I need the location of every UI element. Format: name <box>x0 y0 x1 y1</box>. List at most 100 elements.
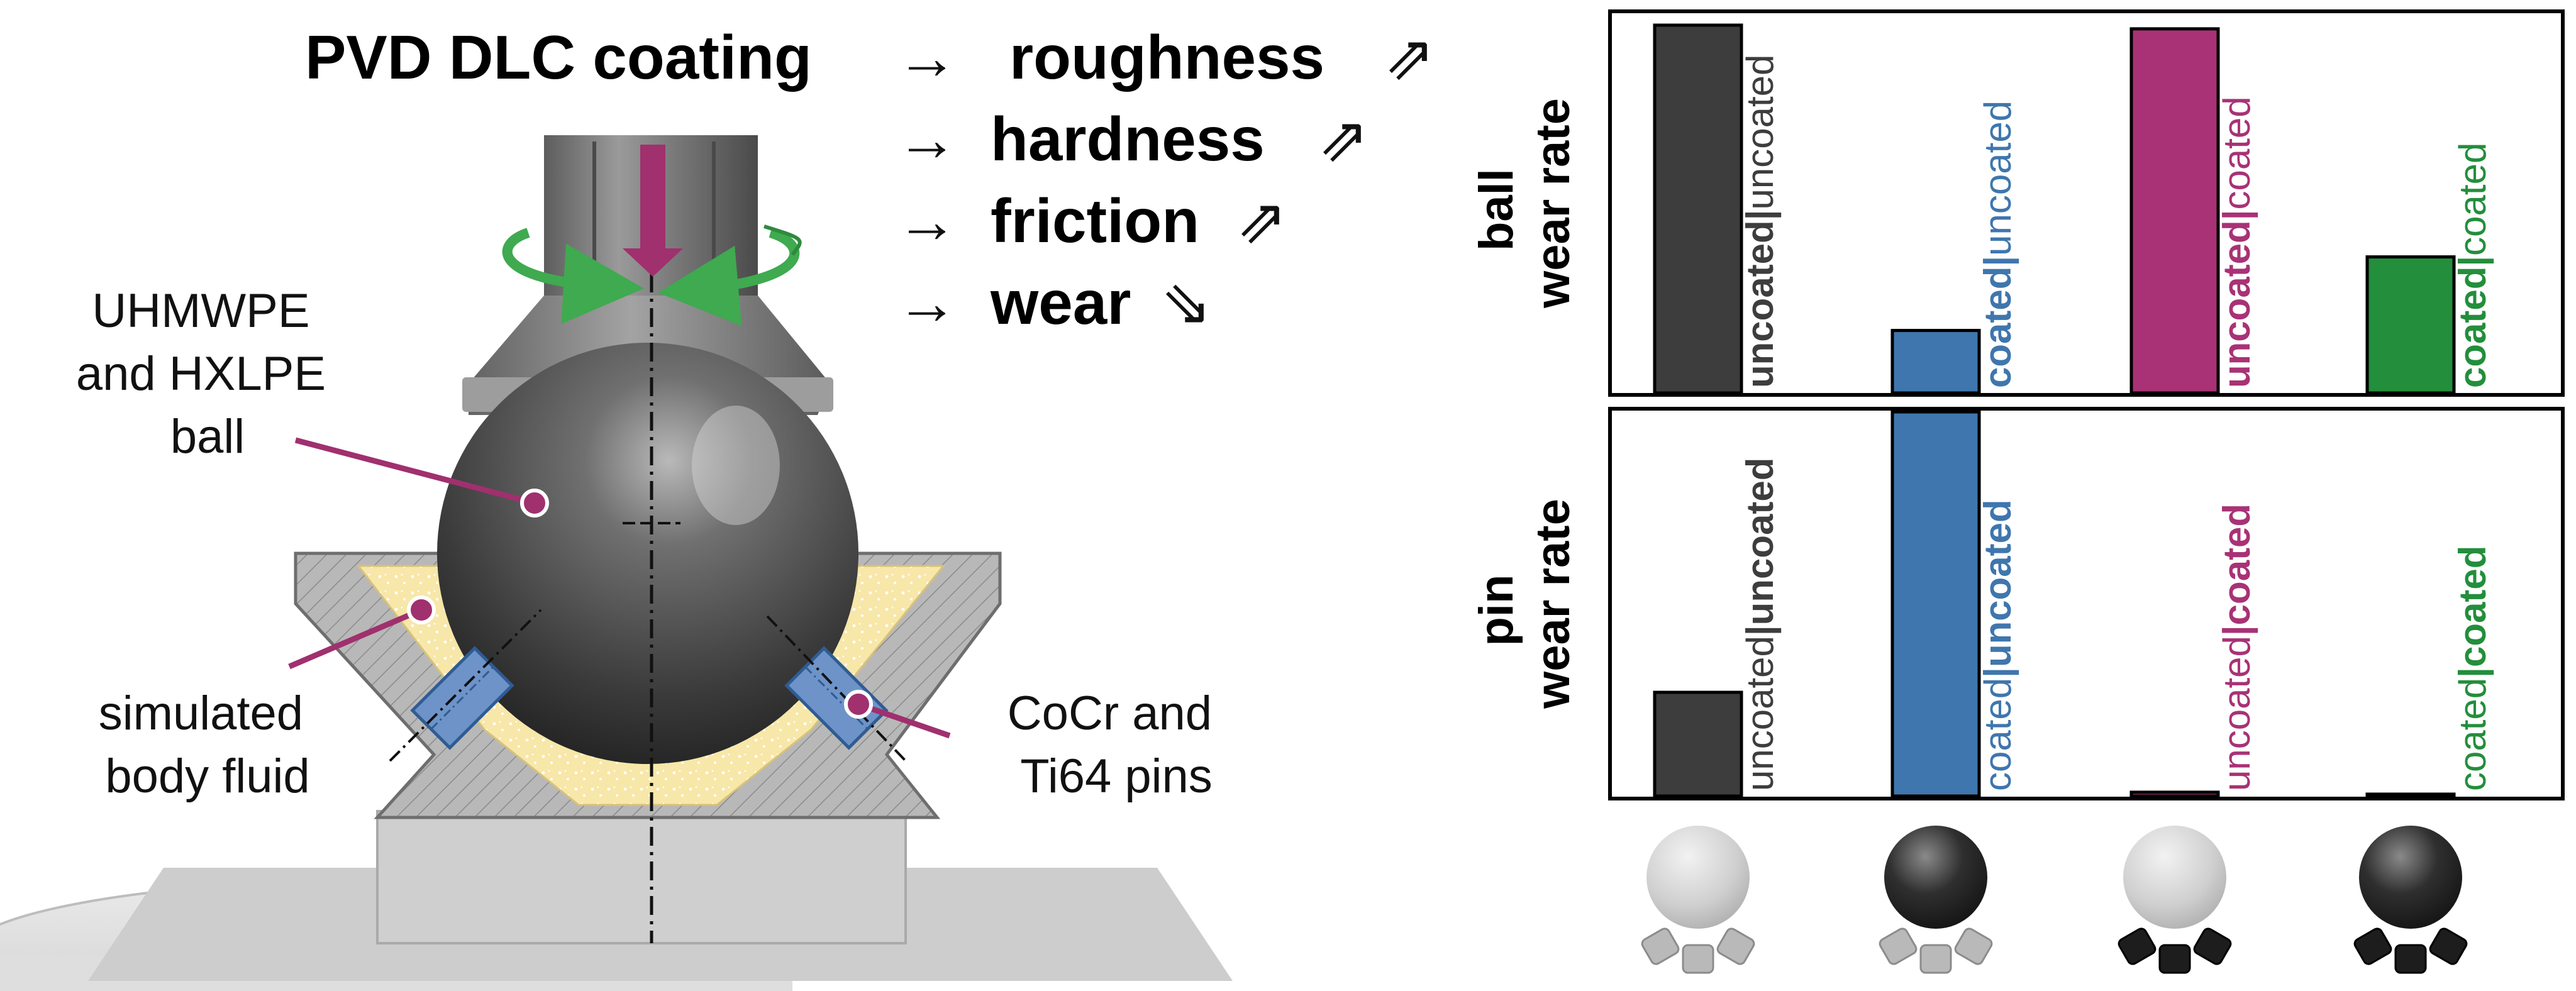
ball-label-part-2: coated <box>2451 143 2494 256</box>
effect-arrow-2: → <box>896 104 958 174</box>
effect-hardness-trend: ⇗ <box>1318 104 1369 174</box>
pin-axis-right <box>766 615 907 762</box>
pin-right <box>784 646 889 750</box>
ball-label-separator: | <box>2451 256 2494 267</box>
headline: PVD DLC coating → roughness ⇗ → hardness… <box>305 23 1435 337</box>
effect-roughness-trend: ⇗ <box>1384 23 1435 92</box>
sample-pin-icon <box>2158 944 2191 974</box>
sample-pin-icon <box>1919 944 1952 974</box>
pin-bar-uncoated-coated <box>2129 790 2220 798</box>
chart-pin-frame <box>1608 407 2565 800</box>
pin-bar-label-uncoated-uncoated: uncoated|uncoated <box>1739 458 1782 791</box>
sample-pin-icon <box>1641 927 1680 965</box>
ball-bar-label-coated-coated: coated|coated <box>2451 143 2494 388</box>
chart-ball-wear: ball wear rate uncoated|uncoatedcoated|u… <box>1470 9 2565 397</box>
ball-bar-coated-uncoated <box>1890 329 1981 395</box>
sample-pin-icon <box>2193 927 2232 965</box>
ball-bar-label-coated-uncoated: coated|uncoated <box>1977 101 2019 388</box>
callout-pins-pointer <box>844 690 951 739</box>
callout-pins-line-1: CoCr and <box>1008 687 1212 740</box>
chart-ball-ylabel-line-2: wear rate <box>1526 98 1580 309</box>
ball-label-separator: | <box>2216 210 2258 221</box>
effect-arrow-1: → <box>896 23 958 92</box>
pin-label-separator: | <box>2451 667 2494 678</box>
callout-ball-pointer <box>294 437 549 518</box>
effect-friction-trend: ⇗ <box>1236 186 1287 255</box>
pin-label-separator: | <box>1739 625 1782 636</box>
effect-hardness: hardness <box>991 104 1265 174</box>
callout-pins-line-2: Ti64 pins <box>1020 750 1213 803</box>
pin-bar-label-uncoated-coated: uncoated|coated <box>2216 504 2258 791</box>
callout-fluid-label: simulated body fluid <box>99 687 316 803</box>
rotation-arrow-left-icon <box>502 228 644 324</box>
callout-ball-label: UHMWPE and HXLPE ball <box>76 284 339 463</box>
sample-ball-icon <box>2123 826 2226 929</box>
pin-label-separator: | <box>1977 667 2019 678</box>
sample-pin-icon <box>2353 927 2392 965</box>
sample-pin-icon <box>1879 927 1918 965</box>
ball-label-part-1: coated <box>1977 267 2019 388</box>
chart-ball-ylabel: ball wear rate <box>1470 98 1580 309</box>
ball-bar-uncoated-coated <box>2129 27 2220 395</box>
pin-bar-label-coated-coated: coated|coated <box>2451 546 2494 791</box>
apparatus-illustration <box>0 135 1233 991</box>
callout-ball-line-2: and HXLPE <box>76 347 326 401</box>
pin-axis-left <box>389 609 542 762</box>
sample-icons <box>1641 826 2468 974</box>
callout-fluid-pointer <box>288 595 436 670</box>
sample-ball-icon <box>1646 826 1750 929</box>
effect-arrow-3: → <box>896 186 958 255</box>
pin-label-part-2: coated <box>2216 504 2258 625</box>
callout-pins-label: CoCr and Ti64 pins <box>1008 687 1225 803</box>
sample-pin-icon <box>1716 927 1755 965</box>
callout-ball-line-3: ball <box>170 410 245 463</box>
sample-pin-icon <box>2429 927 2468 965</box>
pin-bar-uncoated-uncoated <box>1653 690 1743 798</box>
pin-bar-coated-uncoated <box>1890 410 1981 798</box>
ball-bar-label-uncoated-uncoated: uncoated|uncoated <box>1739 55 1782 388</box>
effect-friction: friction <box>991 186 1199 255</box>
sample-ball-icon <box>1884 826 1987 929</box>
pin-bar-label-coated-uncoated: coated|uncoated <box>1977 499 2019 791</box>
callout-ball-line-1: UHMWPE <box>92 284 309 338</box>
callout-fluid-line-2: body fluid <box>105 750 309 803</box>
ball-label-part-1: uncoated <box>2216 220 2258 388</box>
cup-pedestal <box>376 810 907 944</box>
pin-label-separator: | <box>2216 625 2258 636</box>
ball-label-part-2: coated <box>2216 96 2258 209</box>
chart-ball-ylabel-line-1: ball <box>1470 169 1523 251</box>
sample-icon-2 <box>1879 826 1993 974</box>
chart-pin-bars: uncoated|uncoatedcoated|uncoateduncoated… <box>1653 410 2494 798</box>
ball-label-part-1: coated <box>2451 267 2494 388</box>
pin-label-part-2: uncoated <box>1977 499 2019 667</box>
sample-icon-3 <box>2118 826 2232 974</box>
ball-label-separator: | <box>1739 210 1782 221</box>
headline-coating: PVD DLC coating <box>305 23 812 92</box>
chart-ball-bars: uncoated|uncoatedcoated|uncoateduncoated… <box>1653 23 2494 395</box>
rotation-arrow-right-icon <box>658 228 800 326</box>
sample-ball-icon <box>2359 826 2462 929</box>
ball-bar-uncoated-uncoated <box>1653 23 1743 395</box>
sample-icon-4 <box>2353 826 2468 974</box>
sample-pin-icon <box>1954 927 1993 965</box>
ball-label-part-2: uncoated <box>1977 101 2019 256</box>
chart-pin-ylabel: pin wear rate <box>1470 499 1580 709</box>
ball-label-separator: | <box>1977 256 2019 267</box>
sample-pin-icon <box>2394 944 2427 974</box>
pin-label-part-1: coated <box>2451 678 2494 791</box>
pin-label-part-1: coated <box>1977 678 2019 791</box>
ball-bar-coated-coated <box>2365 255 2456 395</box>
callout-fluid-line-1: simulated <box>99 687 303 740</box>
ball-label-part-2: uncoated <box>1739 55 1781 210</box>
sample-pin-icon <box>2118 927 2157 965</box>
pin-left <box>410 646 514 750</box>
ball-highlight <box>692 406 780 525</box>
chart-pin-wear: pin wear rate uncoated|uncoatedcoated|un… <box>1470 407 2565 800</box>
pin-label-part-2: uncoated <box>1739 458 1781 626</box>
pin-label-part-2: coated <box>2451 546 2494 667</box>
sample-pin-icon <box>1682 944 1714 974</box>
pin-label-part-1: uncoated <box>1739 636 1781 791</box>
effect-wear-trend: ⇘ <box>1160 268 1212 337</box>
rotation-arrow-right-tail <box>763 224 802 256</box>
